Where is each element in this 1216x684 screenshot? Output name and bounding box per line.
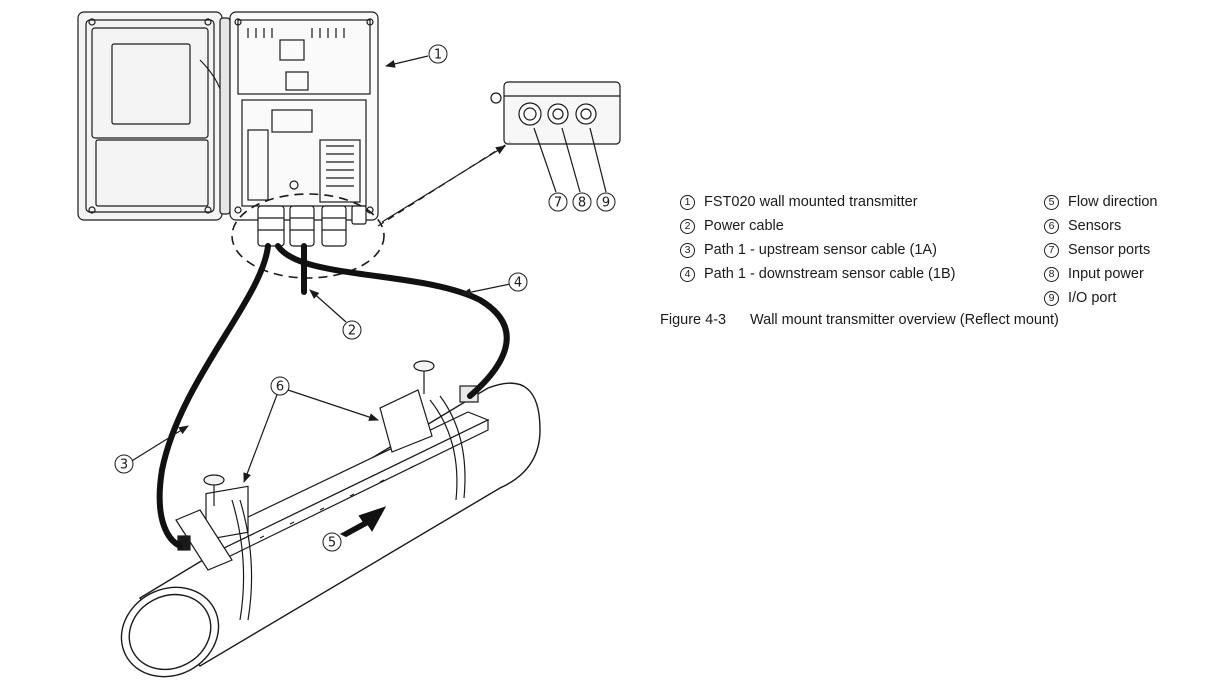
legend-column-left: 1 FST020 wall mounted transmitter 2 Powe… xyxy=(678,190,955,286)
svg-text:1: 1 xyxy=(434,48,442,63)
callout-8: 8 xyxy=(572,192,592,212)
transmitter-installation-diagram: 1 2 3 4 5 6 7 8 9 xyxy=(77,11,621,678)
flow-direction-arrow xyxy=(339,506,387,538)
svg-text:6: 6 xyxy=(276,380,284,395)
legend-label: Power cable xyxy=(704,218,784,234)
callout-6: 6 xyxy=(270,376,290,396)
legend-item: 1 FST020 wall mounted transmitter xyxy=(678,190,955,214)
legend-item: 4 Path 1 - downstream sensor cable (1B) xyxy=(678,262,955,286)
legend-number: 6 xyxy=(1044,218,1059,234)
cable-glands xyxy=(257,205,367,247)
svg-text:7: 7 xyxy=(554,196,562,211)
sensor-upstream xyxy=(175,474,253,621)
legend-item: 7 Sensor ports xyxy=(1042,238,1157,262)
legend-item: 6 Sensors xyxy=(1042,214,1157,238)
callout-2: 2 xyxy=(342,320,362,340)
cables xyxy=(156,243,510,549)
svg-text:8: 8 xyxy=(578,196,586,211)
legend-label: Flow direction xyxy=(1068,194,1158,210)
legend-number: 1 xyxy=(680,194,695,210)
legend-label: FST020 wall mounted transmitter xyxy=(704,194,918,210)
legend-label: Path 1 - downstream sensor cable (1B) xyxy=(704,266,956,282)
upstream-sensor-cable xyxy=(156,243,271,549)
callout-1: 1 xyxy=(428,44,448,64)
figure-caption: Figure 4-3 Wall mount transmitter overvi… xyxy=(660,312,1198,328)
legend-item: 2 Power cable xyxy=(678,214,955,238)
callout-7: 7 xyxy=(548,192,568,212)
figure-legend: 1 FST020 wall mounted transmitter 2 Powe… xyxy=(660,190,1198,328)
sensor-downstream xyxy=(379,360,479,501)
svg-text:3: 3 xyxy=(120,458,128,473)
legend-item: 3 Path 1 - upstream sensor cable (1A) xyxy=(678,238,955,262)
terminal-box xyxy=(490,81,621,145)
legend-label: Path 1 - upstream sensor cable (1A) xyxy=(704,242,937,258)
legend-label: Sensors xyxy=(1068,218,1122,234)
callout-4: 4 xyxy=(508,272,528,292)
svg-text:2: 2 xyxy=(348,324,356,339)
callout-leaders xyxy=(129,55,607,483)
callout-9: 9 xyxy=(596,192,616,212)
legend-item: 8 Input power xyxy=(1042,262,1157,286)
legend-number: 2 xyxy=(680,218,695,234)
legend-number: 7 xyxy=(1044,242,1059,258)
svg-text:9: 9 xyxy=(602,196,610,211)
transmitter-enclosure xyxy=(77,11,385,279)
figure-label: Figure 4-3 xyxy=(660,312,727,328)
mounting-rail xyxy=(198,411,490,561)
legend-number: 9 xyxy=(1044,290,1059,306)
legend-column-right: 5 Flow direction 6 Sensors 7 Sensor port… xyxy=(1042,190,1157,310)
callout-5: 5 xyxy=(322,532,342,552)
svg-text:5: 5 xyxy=(328,536,336,551)
svg-text:4: 4 xyxy=(514,276,522,291)
legend-number: 8 xyxy=(1044,266,1059,282)
figure-caption-text: Wall mount transmitter overview (Reflect… xyxy=(750,312,1059,328)
callout-3: 3 xyxy=(114,454,134,474)
legend-item: 9 I/O port xyxy=(1042,286,1157,310)
legend-label: I/O port xyxy=(1068,290,1117,306)
legend-number: 3 xyxy=(680,242,695,258)
legend-number: 5 xyxy=(1044,194,1059,210)
downstream-sensor-cable xyxy=(275,243,510,399)
legend-label: Input power xyxy=(1068,266,1144,282)
legend-label: Sensor ports xyxy=(1068,242,1151,258)
legend-number: 4 xyxy=(680,266,695,282)
enclosure-base xyxy=(229,11,379,221)
legend-item: 5 Flow direction xyxy=(1042,190,1157,214)
enclosure-lid xyxy=(77,11,251,221)
